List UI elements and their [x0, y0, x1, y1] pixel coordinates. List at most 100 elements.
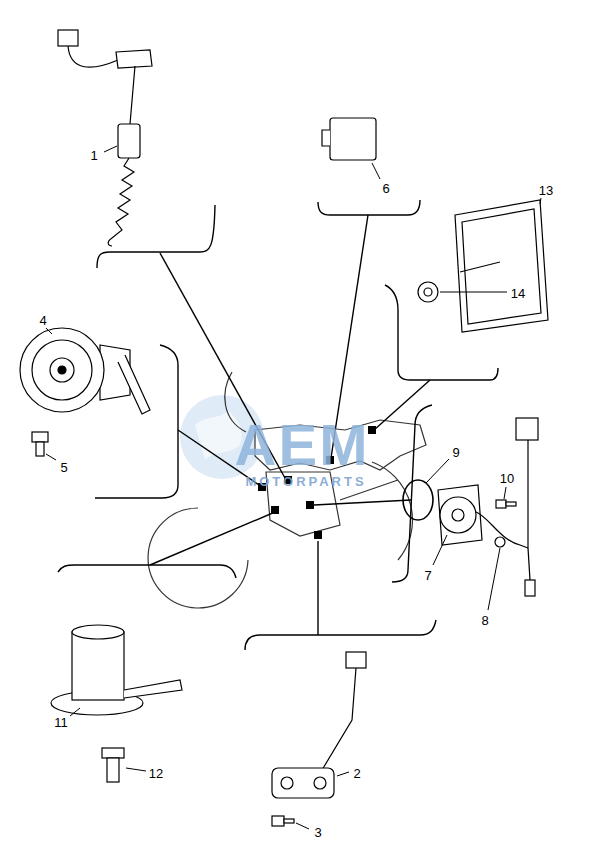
bulb [418, 282, 438, 302]
leader-line [46, 328, 52, 334]
leader-line [296, 823, 309, 829]
motorcycle-outline [148, 372, 426, 608]
callout-number: 5 [60, 461, 67, 474]
neutral-switch [68, 46, 118, 67]
leader-line [504, 487, 506, 499]
oil-level-switch [51, 625, 182, 715]
callout-number: 6 [382, 182, 389, 195]
leader-line [70, 708, 80, 716]
mount-point [314, 531, 322, 539]
sensor-screw [496, 500, 516, 508]
relay [322, 118, 376, 160]
plate [462, 209, 541, 324]
horn-bolt [36, 442, 44, 456]
neutral-switch [130, 66, 135, 124]
relay [330, 118, 376, 160]
horn-bolt [32, 432, 48, 442]
callout-number: 14 [511, 287, 525, 300]
plate [455, 200, 548, 332]
mount-point [306, 501, 314, 509]
group-bracket [58, 200, 498, 650]
bolt [102, 748, 124, 782]
horn [20, 328, 150, 414]
bulb [418, 282, 438, 302]
group-bracket [392, 405, 432, 582]
group-bracket [58, 565, 236, 578]
group-bracket [317, 541, 318, 635]
relay [322, 130, 330, 146]
callout-number: 13 [539, 184, 553, 197]
sensor-lead [476, 512, 528, 548]
leader-line [372, 163, 380, 179]
gear-switch [281, 777, 293, 789]
leader-line [104, 146, 117, 152]
callout-number: 9 [452, 446, 459, 459]
neutral-switch [58, 30, 152, 246]
oil-level-switch [72, 632, 124, 700]
speed-sensor [440, 497, 476, 533]
callout-number: 4 [39, 314, 46, 327]
horn [58, 366, 66, 374]
motorcycle-outline [372, 462, 413, 560]
horn [50, 358, 74, 382]
screw [272, 816, 284, 826]
leader-line [46, 146, 541, 829]
speed-sensor [452, 509, 464, 521]
sensor-screw [506, 502, 516, 506]
horn-bolt [32, 432, 48, 456]
group-bracket [150, 512, 275, 565]
group-bracket [318, 200, 420, 215]
leader-line [540, 198, 541, 204]
neutral-switch [108, 158, 134, 246]
callout-number: 2 [353, 767, 360, 780]
speed-sensor [438, 485, 482, 545]
callout-number: 1 [90, 149, 97, 162]
group-bracket [95, 345, 178, 498]
sensor-lead [528, 548, 530, 580]
leader-line [426, 459, 449, 483]
callout-number: 8 [481, 614, 488, 627]
watermark: AEM [235, 416, 370, 474]
sensor-lead [495, 537, 505, 547]
callout-number: 7 [424, 569, 431, 582]
leader-line [126, 768, 146, 771]
horn [118, 355, 150, 414]
leader-line [433, 535, 447, 565]
callout-number: 12 [149, 767, 163, 780]
leader-line [46, 454, 56, 460]
leader-line [337, 772, 349, 776]
callout-number: 10 [500, 472, 514, 485]
oil-level-switch [72, 625, 124, 639]
horn [20, 328, 104, 412]
sensor-lead [527, 440, 528, 548]
motorcycle-outline [148, 508, 248, 608]
sensor-lead [476, 418, 538, 596]
oil-level-switch [124, 680, 182, 698]
bolt [102, 748, 124, 758]
sensor-lead [525, 580, 535, 596]
screw [284, 819, 294, 823]
group-bracket [314, 500, 411, 505]
sensor-lead [516, 418, 538, 440]
gear-switch [322, 668, 356, 770]
plate [455, 200, 548, 332]
bolt [107, 758, 119, 782]
gear-switch [272, 768, 334, 798]
sensor-screw [496, 500, 506, 508]
neutral-switch [118, 124, 140, 158]
plate [460, 262, 500, 272]
horn [32, 340, 92, 400]
bulb [424, 288, 432, 296]
o-ring [403, 480, 433, 520]
neutral-switch [116, 50, 152, 68]
callout-number: 11 [54, 716, 68, 729]
leader-line [488, 548, 500, 610]
group-bracket [374, 380, 430, 430]
watermark: MOTORPARTS [245, 475, 366, 488]
gear-switch [272, 652, 366, 798]
group-bracket [245, 620, 436, 650]
gear-switch [314, 777, 326, 789]
neutral-switch [58, 30, 78, 46]
screw [272, 816, 294, 826]
o-ring [403, 480, 433, 520]
